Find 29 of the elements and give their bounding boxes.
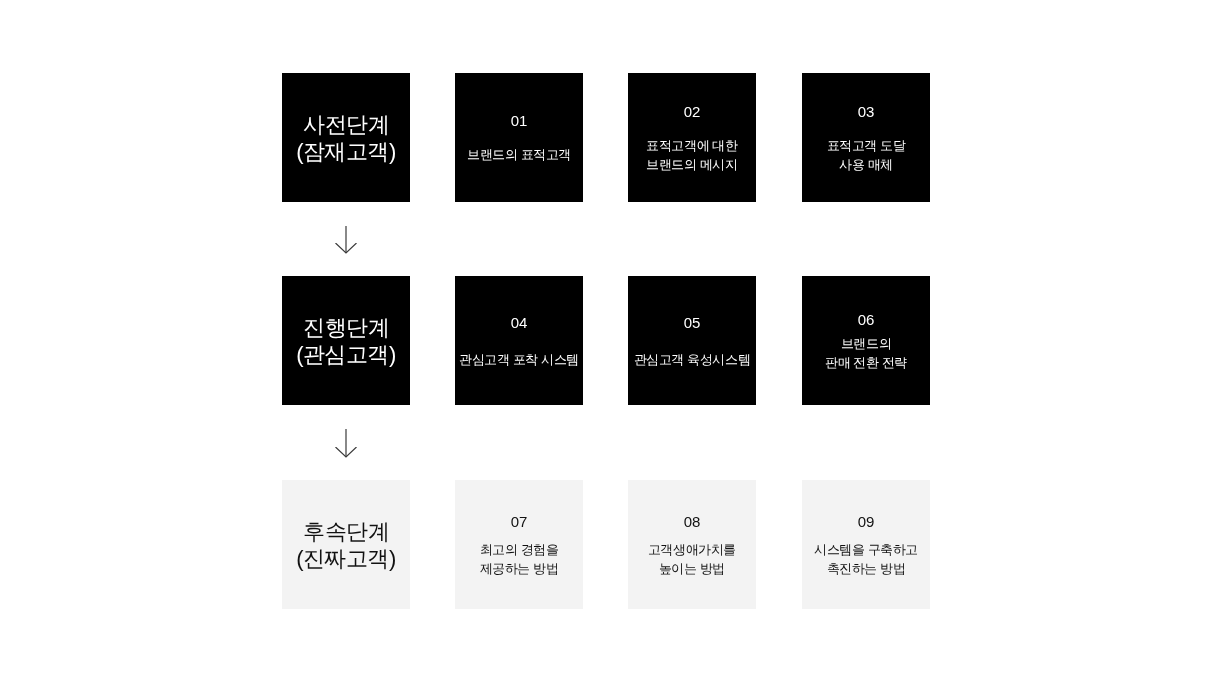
step-number: 09 <box>857 511 875 531</box>
stage-box: 진행단계 (관심고객) <box>282 276 410 405</box>
step-title: 표적고객 도달 사용 매체 <box>826 136 906 174</box>
step-number: 08 <box>683 511 701 531</box>
arrow <box>334 225 358 254</box>
step-number: 05 <box>683 312 701 332</box>
arrow <box>334 428 358 458</box>
step-box <box>802 73 930 202</box>
step-title: 관심고객 포착 시스템 <box>459 350 579 369</box>
step-box <box>455 276 583 405</box>
step-title: 브랜드의 표적고객 <box>467 146 571 164</box>
step-number: 04 <box>510 312 528 332</box>
step-title: 브랜드의 판매 전환 전략 <box>825 334 907 372</box>
step-title: 시스템을 구축하고 촉진하는 방법 <box>814 540 918 578</box>
step-number: 03 <box>857 101 875 121</box>
step-box <box>628 276 756 405</box>
step-box <box>802 276 930 405</box>
step-number: 02 <box>683 101 701 121</box>
step-number: 01 <box>510 111 528 130</box>
step-number: 06 <box>857 309 875 329</box>
step-box <box>455 73 583 202</box>
step-title: 표적고객에 대한 브랜드의 메시지 <box>646 136 738 174</box>
step-title: 관심고객 육성시스템 <box>633 350 751 369</box>
step-title: 고객생애가치를 높이는 방법 <box>647 540 737 578</box>
step-number: 07 <box>510 511 528 531</box>
step-box <box>628 73 756 202</box>
step-title: 최고의 경험을 제공하는 방법 <box>479 540 559 578</box>
stage-box: 후속단계 (진짜고객) <box>282 480 410 609</box>
stage-box: 사전단계 (잠재고객) <box>282 73 410 202</box>
